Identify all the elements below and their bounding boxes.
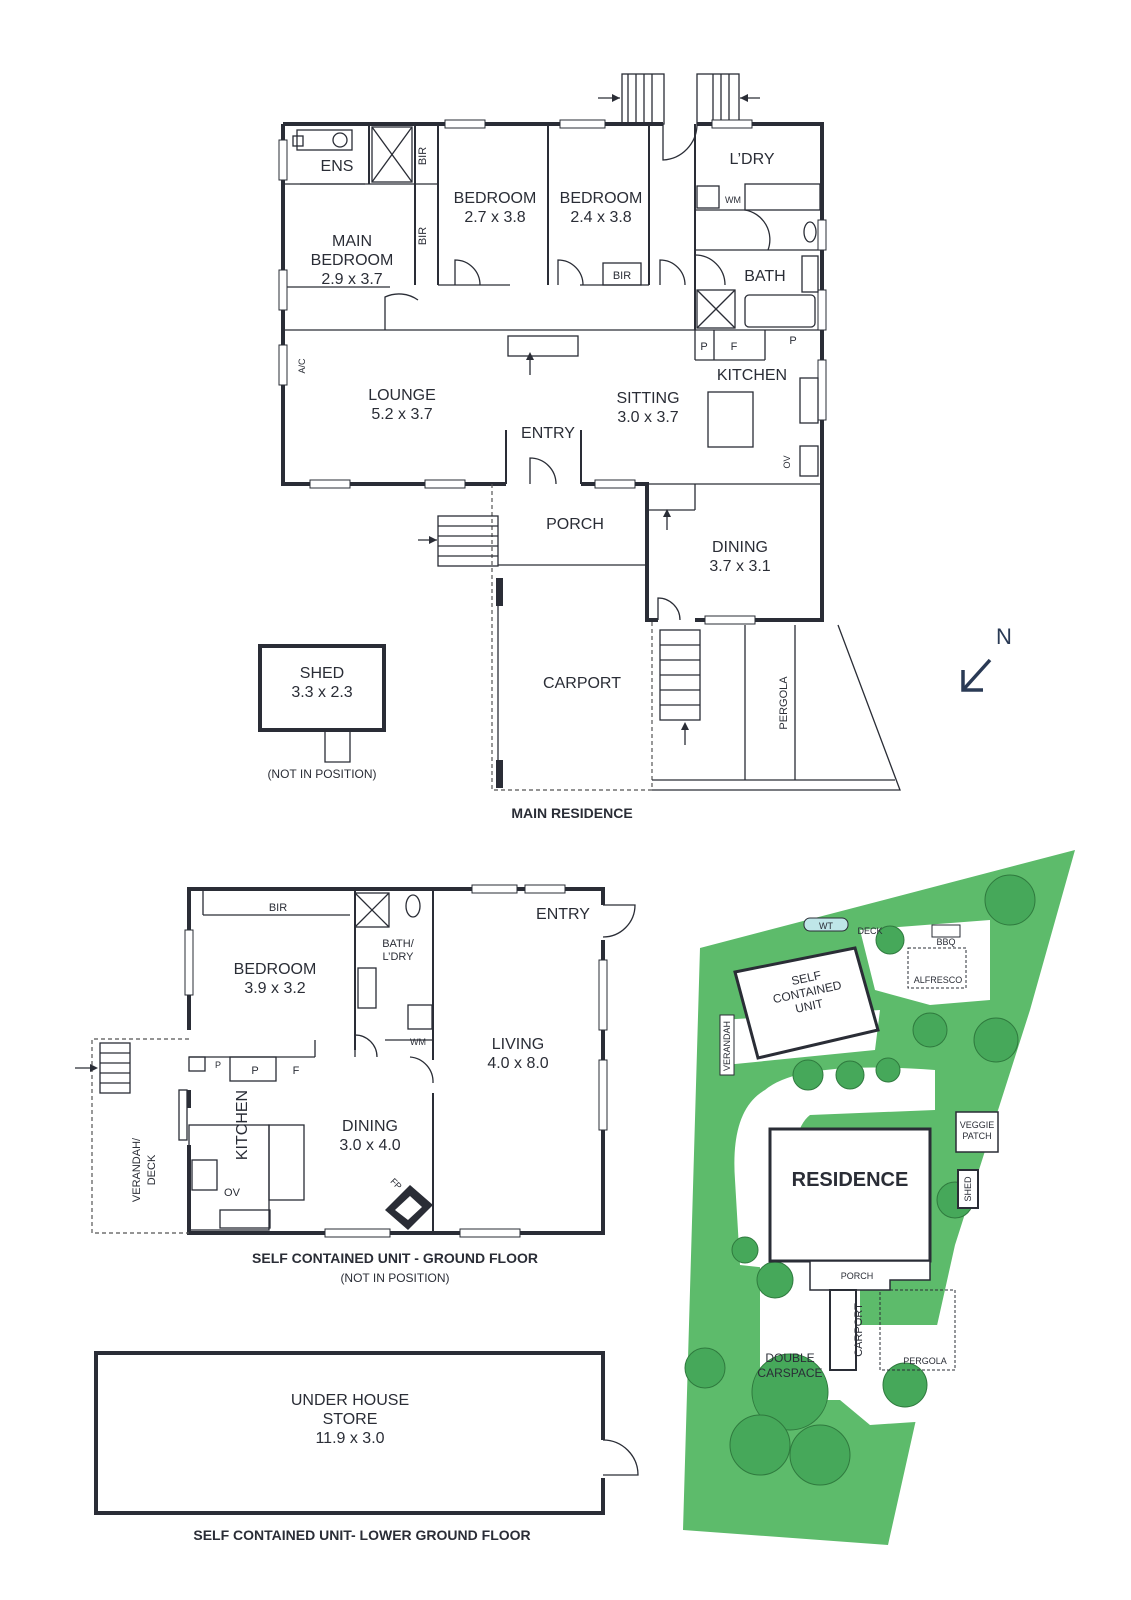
unit-oven-label: OV — [224, 1187, 241, 1199]
unit-kitchen-label: KITCHEN — [234, 1090, 251, 1160]
bedroom-3-size: 2.4 x 3.8 — [570, 209, 631, 226]
verandah-label-1: VERANDAH/ — [131, 1137, 143, 1202]
unit-bath-label-1: BATH/ — [382, 938, 415, 950]
unit-ground-note: (NOT IN POSITION) — [340, 1271, 449, 1285]
verandah-label-2: DECK — [146, 1154, 158, 1185]
north-arrow-icon — [961, 658, 992, 692]
veggie-label-1: VEGGIE — [960, 1120, 995, 1130]
unit-pantry-label: P — [251, 1065, 258, 1077]
unit-living-size: 4.0 x 8.0 — [487, 1055, 548, 1072]
store-name-1: UNDER HOUSE — [291, 1392, 409, 1409]
bath-label: BATH — [744, 268, 785, 285]
oven-label: OV — [782, 455, 792, 468]
main-bedroom-size: 2.9 x 3.7 — [321, 271, 382, 288]
unit-living-name: LIVING — [492, 1036, 544, 1053]
unit-bir-label: BIR — [269, 902, 287, 914]
unit-entry-label: ENTRY — [536, 906, 590, 923]
unit-bedroom-size: 3.9 x 3.2 — [244, 980, 305, 997]
site-unit-label-3: UNIT — [794, 996, 825, 1016]
sitting-name: SITTING — [616, 390, 679, 407]
unit-bath-label-2: L’DRY — [383, 951, 415, 963]
laundry-label: L’DRY — [729, 151, 774, 168]
main-bedroom-name-1: MAIN — [332, 233, 372, 250]
carspace-label-2: CARSPACE — [757, 1366, 822, 1380]
bbq-label: BBQ — [936, 937, 955, 947]
pantry-label: P — [700, 341, 707, 353]
lounge-size: 5.2 x 3.7 — [371, 406, 432, 423]
main-residence-caption: MAIN RESIDENCE — [511, 805, 632, 821]
store-name-2: STORE — [323, 1411, 378, 1428]
store-size: 11.9 x 3.0 — [315, 1430, 384, 1447]
veggie-label-2: PATCH — [962, 1131, 991, 1141]
unit-dining-name: DINING — [342, 1118, 398, 1135]
fireplace-label: FP — [389, 1176, 404, 1191]
unit-lower-caption: SELF CONTAINED UNIT- LOWER GROUND FLOOR — [193, 1527, 530, 1543]
porch-label: PORCH — [546, 516, 604, 533]
site-residence-label: RESIDENCE — [792, 1169, 909, 1191]
unit-bedroom-name: BEDROOM — [234, 961, 317, 978]
water-tank-label: WT — [819, 921, 833, 931]
site-verandah-label: VERANDAH — [722, 1021, 732, 1071]
unit-dining-size: 3.0 x 4.0 — [339, 1137, 400, 1154]
site-deck-label: DECK — [857, 926, 882, 936]
shed-size: 3.3 x 2.3 — [291, 684, 352, 701]
ens-label: ENS — [321, 158, 354, 175]
main-residence-plan — [258, 73, 992, 791]
shed-name: SHED — [300, 665, 344, 682]
site-plan — [683, 850, 1075, 1545]
site-unit-label-1: SELF — [790, 968, 822, 988]
bedroom-2-name: BEDROOM — [454, 190, 537, 207]
site-pergola-label: PERGOLA — [903, 1356, 947, 1366]
bedroom-3-name: BEDROOM — [560, 190, 643, 207]
bedroom-2-size: 2.7 x 3.8 — [464, 209, 525, 226]
unit-wm-label: WM — [410, 1037, 426, 1047]
site-shed-label: SHED — [963, 1176, 973, 1202]
main-bedroom-name-2: BEDROOM — [311, 252, 394, 269]
unit-lower-floor-plan — [94, 1351, 639, 1515]
kitchen-label: KITCHEN — [717, 367, 787, 384]
shed-note: (NOT IN POSITION) — [267, 767, 376, 781]
carport-label: CARPORT — [543, 675, 621, 692]
wm-label: WM — [725, 195, 741, 205]
bir-label: BIR — [613, 270, 631, 282]
dining-name: DINING — [712, 539, 768, 556]
sitting-size: 3.0 x 3.7 — [617, 409, 678, 426]
alfresco-label: ALFRESCO — [914, 975, 963, 985]
dining-size: 3.7 x 3.1 — [709, 558, 770, 575]
unit-ground-floor-plan — [75, 884, 636, 1238]
pantry-label: P — [789, 335, 796, 347]
site-porch-label: PORCH — [841, 1271, 874, 1281]
site-carport-label: CARPORT — [853, 1303, 865, 1357]
carspace-label-1: DOUBLE — [765, 1351, 814, 1365]
north-label: N — [996, 624, 1012, 649]
bir-label: BIR — [417, 147, 429, 165]
bir-label: BIR — [417, 227, 429, 245]
unit-fridge-label: F — [293, 1065, 300, 1077]
unit-ground-caption: SELF CONTAINED UNIT - GROUND FLOOR — [252, 1250, 538, 1266]
fridge-label: F — [731, 341, 738, 353]
ac-label: A/C — [297, 358, 307, 374]
pergola-label: PERGOLA — [778, 676, 790, 730]
entry-label: ENTRY — [521, 425, 575, 442]
unit-lp-label: P — [215, 1060, 221, 1070]
lounge-name: LOUNGE — [368, 387, 436, 404]
